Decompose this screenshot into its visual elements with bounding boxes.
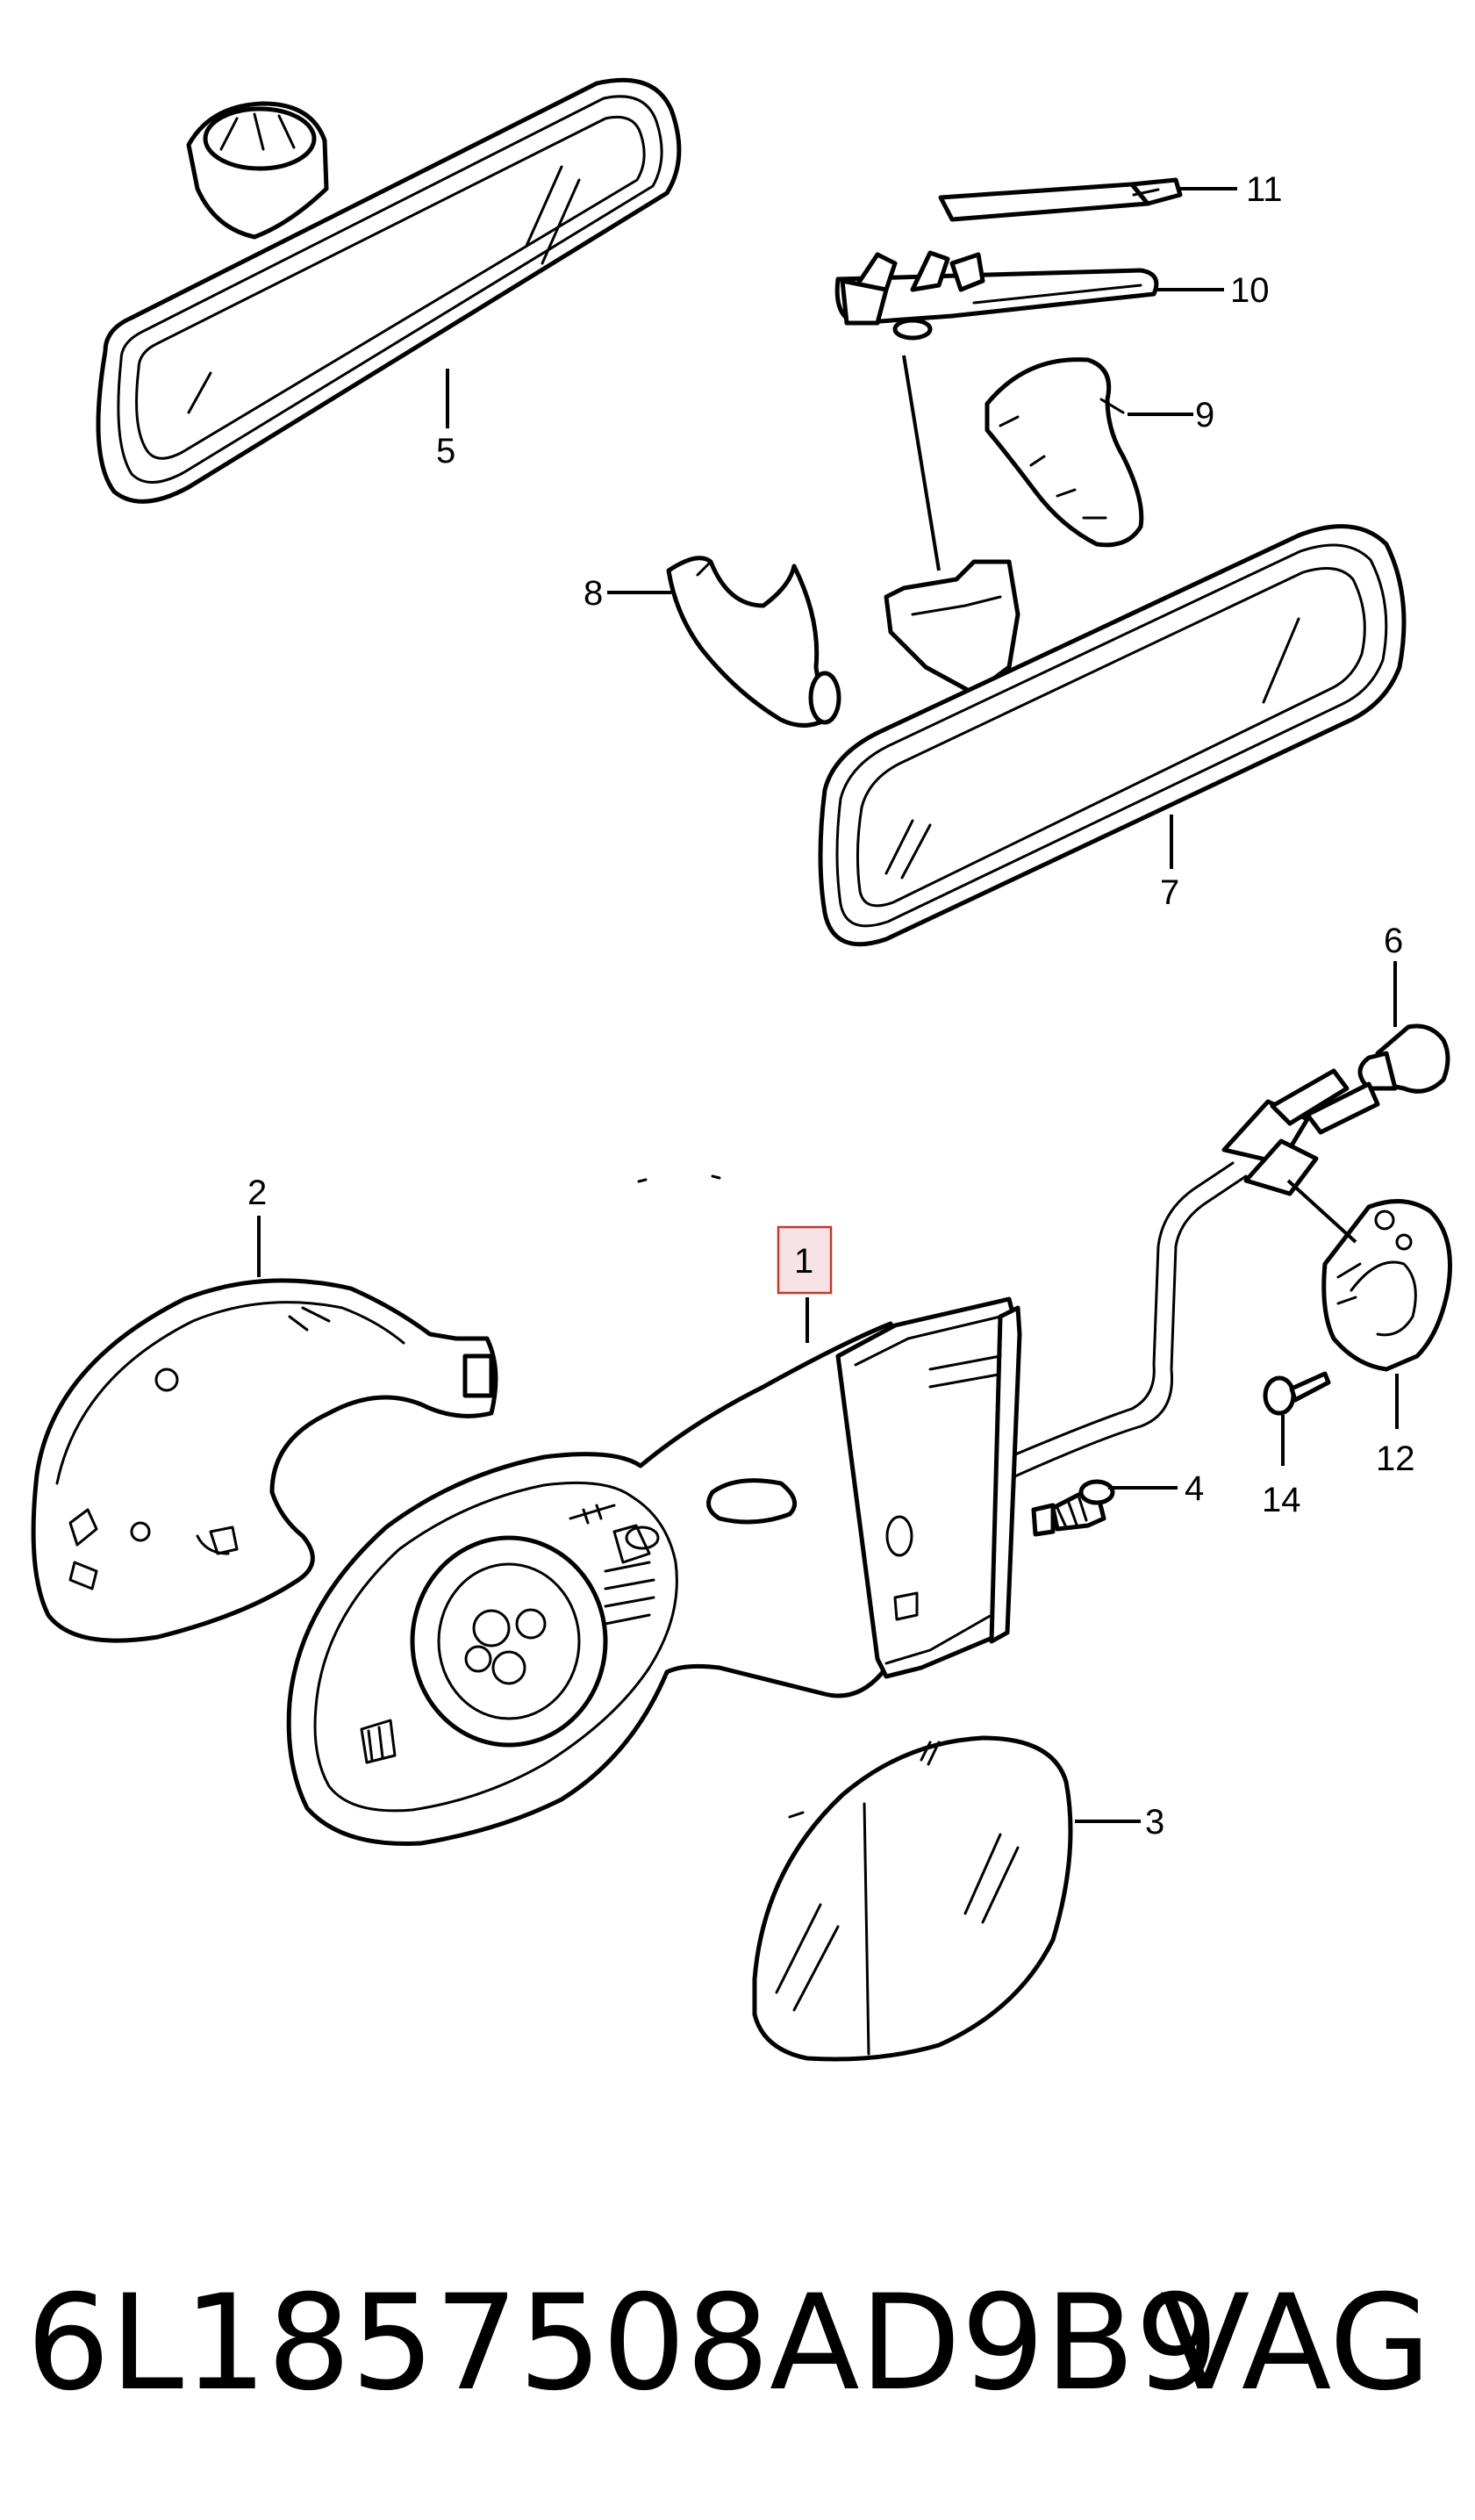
part-4-bolt[interactable] — [1031, 1479, 1115, 1537]
part-11-cover-strip[interactable] — [938, 177, 1183, 222]
callout-7: 7 — [1160, 873, 1179, 912]
tick-marks — [637, 1174, 721, 1183]
leader-7-to-clip — [902, 355, 941, 571]
callout-8: 8 — [584, 574, 603, 613]
callout-6: 6 — [1384, 922, 1403, 960]
callout-14: 14 — [1262, 1481, 1301, 1519]
callout-9: 9 — [1195, 396, 1214, 434]
callout-4: 4 — [1185, 1469, 1204, 1508]
callout-3: 3 — [1145, 1803, 1164, 1842]
part-6-grommet[interactable] — [1357, 1023, 1450, 1094]
part-14-screw[interactable] — [1263, 1371, 1331, 1416]
footer: 6L1857508AD9B9 VAG — [0, 2247, 1475, 2440]
part-7-mirror-housing[interactable] — [818, 524, 1407, 947]
wiring-harness[interactable] — [1007, 1068, 1380, 1481]
callout-12: 12 — [1376, 1439, 1415, 1478]
callout-1: 1 — [794, 1242, 813, 1281]
brand-name: VAG — [1159, 2267, 1431, 2420]
part-number: 6L1857508AD9B9 — [26, 2267, 1219, 2420]
part-12-bracket[interactable] — [1321, 1199, 1452, 1372]
part-2-housing-cap[interactable] — [31, 1278, 498, 1643]
part-10-mounting-bracket[interactable] — [834, 250, 1159, 341]
part-5-interior-mirror[interactable] — [96, 77, 682, 504]
part-8-curved-cover[interactable] — [666, 556, 841, 728]
part-9-curved-cover[interactable] — [985, 357, 1144, 548]
callout-2: 2 — [247, 1174, 267, 1212]
part-1-exterior-mirror[interactable] — [286, 1296, 1022, 1846]
leader-12-a — [1286, 1179, 1357, 1244]
callout-11: 11 — [1246, 170, 1283, 209]
callout-5: 5 — [436, 432, 455, 470]
part-3-mirror-glass[interactable] — [752, 1735, 1073, 2062]
callout-10: 10 — [1230, 271, 1270, 310]
highlight-box-1 — [777, 1225, 833, 1295]
